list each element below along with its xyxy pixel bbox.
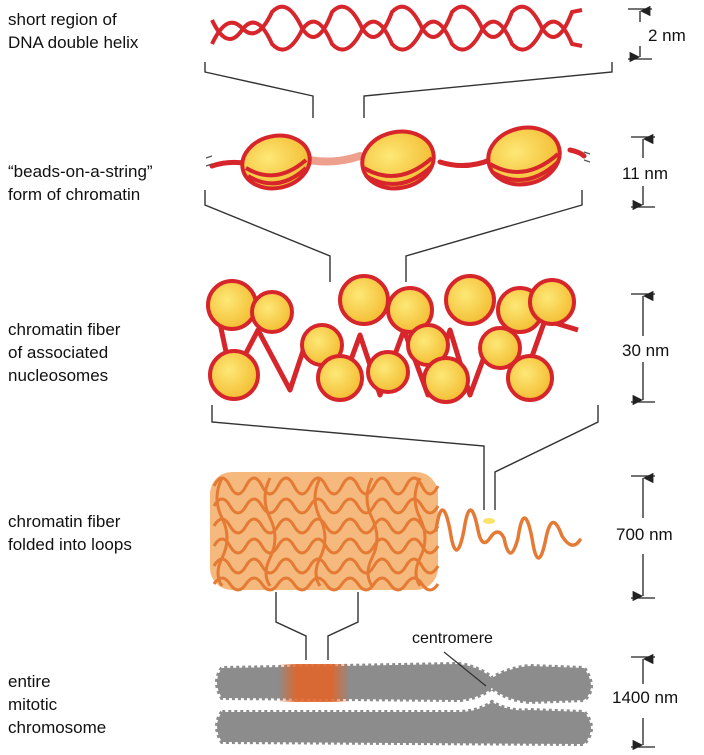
label-line: entire [8,672,51,691]
scale-label-1400nm: 1400 nm [612,688,679,707]
label-line: short region of [8,10,117,29]
nucleosome [444,274,496,326]
scale-label-700nm: 700 nm [616,525,673,544]
chromatid-upper [215,661,593,705]
nucleosome [386,286,434,334]
nucleosome [366,350,410,394]
label-dna-helix: short region of DNA double helix [8,8,138,54]
nucleosome [506,354,554,402]
scale-bar-11nm [631,133,655,211]
dna-strand-1 [210,4,583,45]
nucleosome [206,279,258,331]
nucleosome [422,356,470,404]
nucleosome [208,349,260,401]
scale-bar-700nm [631,472,655,602]
label-looped-fiber: chromatin fiber folded into loops [8,510,132,556]
nucleosome [528,278,576,326]
connector-lines-2 [204,190,583,282]
looped-chromatin-fiber [210,472,582,592]
scale-label-30nm: 30 nm [622,341,670,360]
nucleosome-2 [360,129,436,191]
nucleosome [250,290,294,334]
nucleosome-3 [486,125,562,187]
label-30nm-fiber: chromatin fiber of associated nucleosome… [8,318,120,387]
label-line: folded into loops [8,535,132,554]
label-line: chromatin fiber [8,512,121,531]
scale-label-2nm: 2 nm [648,26,686,45]
scale-bar-2nm [628,5,652,63]
nucleosome [316,354,364,402]
label-mitotic-chromosome: entire mitotic chromosome [8,670,106,739]
nucleosome [478,326,522,370]
connector-lines-4 [275,592,359,660]
centromere-label: centromere [412,630,493,647]
beads-on-a-string [205,125,591,191]
highlighted-region [278,664,350,702]
label-line: nucleosomes [8,366,109,385]
connector-lines-3 [211,405,599,510]
connector-lines-1 [204,62,613,118]
label-line: DNA double helix [8,33,139,52]
dna-double-helix [210,4,583,52]
extended-loops [434,508,582,560]
dna-strand-2 [210,19,583,52]
nucleosome-1 [240,133,312,191]
label-line: chromatin fiber [8,320,121,339]
highlight-30nm-segment [483,518,495,524]
label-line: form of chromatin [8,185,141,204]
label-beads-on-string: “beads-on-a-string” form of chromatin [8,160,153,206]
scale-bar-30nm [631,290,655,406]
scale-label-11nm: 11 nm [622,164,668,183]
centromere-pointer [443,651,487,687]
mitotic-chromosome [215,651,593,747]
label-line: “beads-on-a-string” [8,162,153,181]
label-line: of associated [8,343,109,362]
chromatid-lower [215,699,593,747]
chromatin-fiber-30nm [206,274,579,404]
label-line: chromosome [8,718,107,737]
nucleosome [338,274,390,326]
scale-bar-1400nm [631,653,655,751]
label-line: mitotic [8,695,58,714]
